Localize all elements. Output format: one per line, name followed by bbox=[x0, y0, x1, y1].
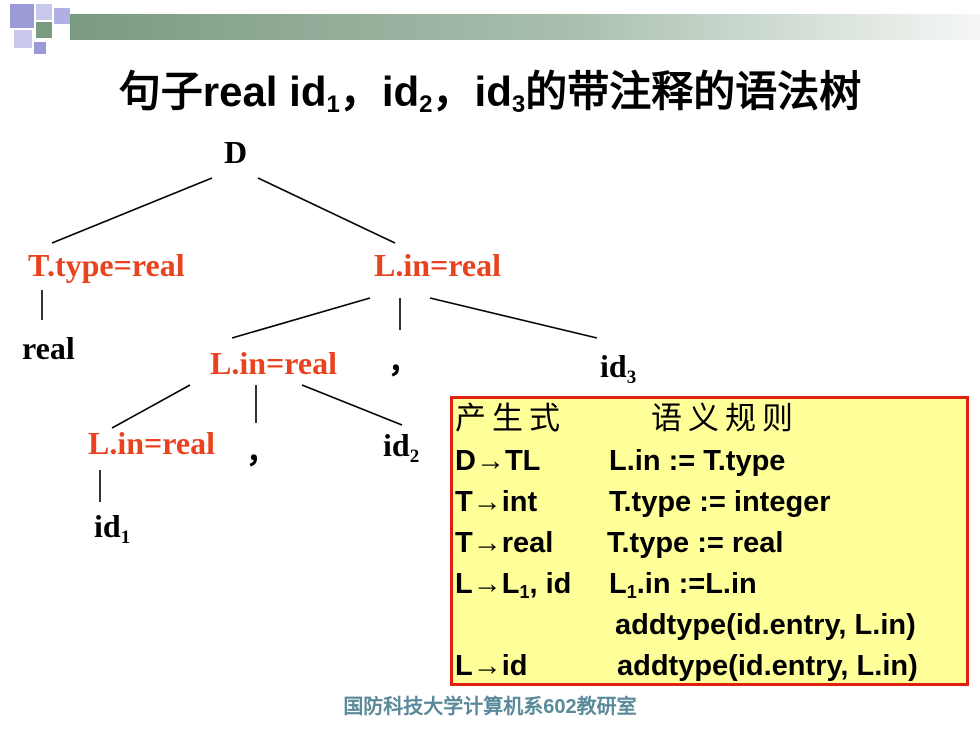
edge-l-l bbox=[231, 297, 371, 339]
tree-node-l-in-mid: L.in=real bbox=[210, 345, 337, 381]
logo-square-decoration bbox=[36, 22, 52, 38]
edge-d-t bbox=[51, 177, 213, 244]
slide-title: 句子real id1，id2，id3的带注释的语法树 bbox=[118, 68, 862, 118]
tree-leaf-comma: ， bbox=[388, 343, 421, 379]
logo-square-decoration bbox=[36, 4, 52, 20]
title-bar-decoration bbox=[70, 14, 980, 40]
tree-leaf-id2: id2 bbox=[383, 427, 420, 467]
edge-l2-id2 bbox=[301, 384, 403, 426]
tree-node-t-type: T.type=real bbox=[28, 247, 185, 283]
edge-l-id3 bbox=[429, 297, 598, 339]
tree-node-l-in-top: L.in=real bbox=[374, 247, 501, 283]
tree-leaf-comma: ， bbox=[246, 433, 279, 469]
tree-leaf-real: real bbox=[22, 330, 75, 366]
tree-node-d: D bbox=[224, 134, 248, 170]
logo-square-decoration bbox=[10, 4, 34, 28]
tree-node-l-in-low: L.in=real bbox=[88, 425, 215, 461]
edge-d-l bbox=[257, 177, 396, 244]
logo-square-decoration bbox=[54, 8, 70, 24]
footer-text: 国防科技大学计算机系602教研室 bbox=[343, 696, 637, 718]
header-production: 产生式 bbox=[455, 401, 566, 437]
logo-square-decoration bbox=[34, 42, 46, 54]
semantic-rules-box: 产生式 语义规则 D→TL L.in := T.type T→int T.typ… bbox=[450, 396, 969, 686]
logo-square-decoration bbox=[14, 30, 32, 48]
edge-l2-l3 bbox=[111, 384, 191, 429]
tree-leaf-id1: id1 bbox=[94, 508, 131, 548]
tree-leaf-id3: id3 bbox=[600, 348, 637, 388]
header-semantic-rule: 语义规则 bbox=[651, 401, 799, 437]
